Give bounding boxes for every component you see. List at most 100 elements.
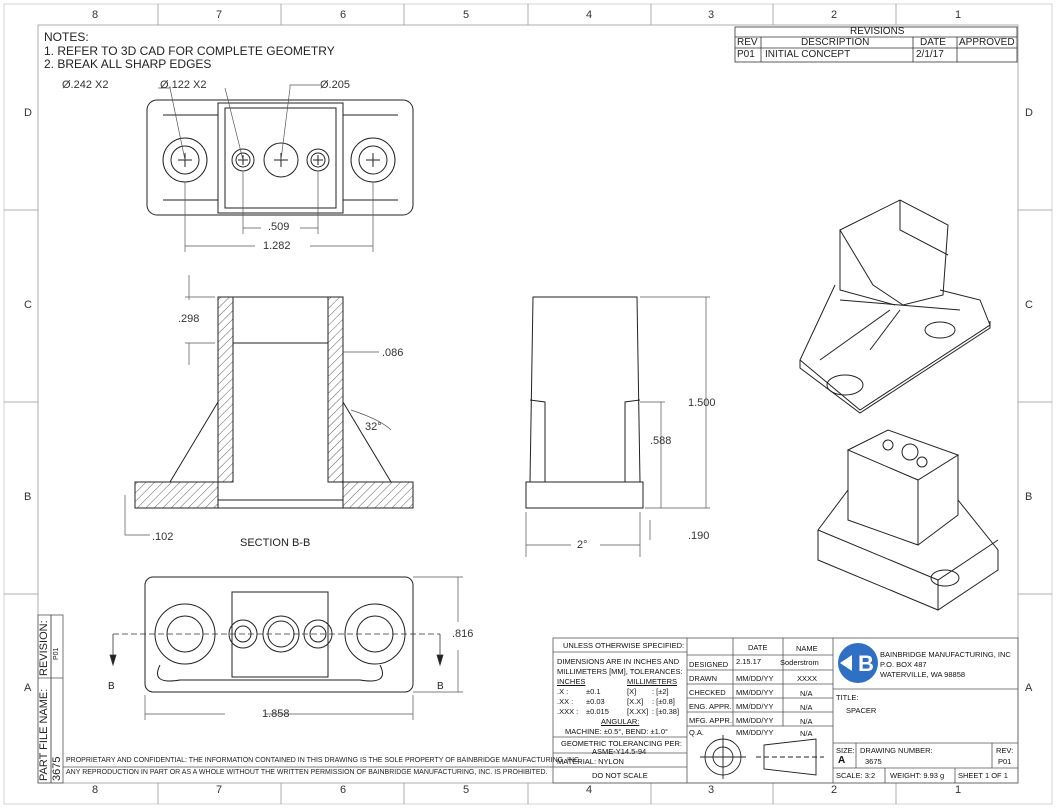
dim-hole-center: Ø.205 (320, 79, 350, 91)
designed-name: Soderstrom (780, 658, 819, 667)
qa-date: MM/DD/YY (736, 728, 774, 737)
eng-appr-name: N/A (800, 703, 813, 712)
company-address-1: P.O. BOX 487 (880, 660, 927, 669)
notes-heading: NOTES: (44, 30, 89, 44)
zone-col-2-bottom: 2 (831, 784, 838, 796)
checked-label: CHECKED (689, 688, 726, 697)
dim-298: .298 (178, 313, 200, 325)
title-block-grid (37, 614, 1019, 784)
drawing-number-label: DRAWING NUMBER: (860, 746, 933, 755)
part-file-name-value: 3675 (51, 756, 63, 781)
checked-date: MM/DD/YY (736, 688, 774, 697)
revisions-title: REVISIONS (850, 26, 905, 37)
side-view-dimensions (525, 296, 710, 557)
tolerance-line-1: DIMENSIONS ARE IN INCHES AND (557, 657, 680, 666)
dim-102: .102 (152, 531, 174, 543)
do-not-scale: DO NOT SCALE (592, 771, 648, 780)
company-address-2: WATERVILLE, WA 98858 (880, 670, 966, 679)
dim-hole-small: Ø.122 X2 (160, 79, 207, 91)
title-value: SPACER (846, 706, 877, 715)
dim-588: .588 (650, 435, 672, 447)
qa-name: N/A (800, 729, 813, 738)
eng-appr-date: MM/DD/YY (736, 702, 774, 711)
geometric-label: GEOMETRIC TOLERANCING PER: (561, 739, 682, 748)
tol-row-1-mm: [X] (627, 687, 637, 696)
tol-row-3-mm-val: : [±0.38] (652, 707, 680, 716)
mfg-appr-name: N/A (800, 717, 813, 726)
dim-1858: 1.858 (262, 708, 290, 720)
zone-col-4-bottom: 4 (586, 784, 593, 796)
designed-date: 2.15.17 (736, 657, 762, 666)
approvals-header-name: NAME (796, 644, 818, 653)
zone-col-6: 6 (340, 9, 347, 21)
isometric-view-bottom (799, 199, 991, 414)
dim-hole-large: Ø.242 X2 (62, 79, 109, 91)
zone-row-d-right: D (1025, 107, 1033, 119)
revisions-header-date: DATE (920, 37, 946, 48)
dim-190: .190 (688, 530, 710, 542)
bottom-view-dimensions (144, 576, 463, 720)
geometric-value: ASME-Y14.5-94 (592, 747, 647, 756)
approvals-header-date: DATE (748, 643, 768, 652)
note-1: 1. REFER TO 3D CAD FOR COMPLETE GEOMETRY (44, 44, 335, 58)
zone-col-8: 8 (92, 9, 99, 21)
tol-row-3-mm: [X.XX] (627, 707, 649, 716)
part-file-name-label: PART FILE NAME: (38, 688, 50, 781)
title-label: TITLE: (836, 693, 859, 702)
zone-col-3: 3 (708, 9, 715, 21)
revisions-header-description: DESCRIPTION (801, 37, 870, 48)
side-view (525, 296, 644, 509)
company-name: BAINBRIDGE MANUFACTURING, INC (880, 650, 1011, 659)
drawn-label: DRAWN (689, 674, 718, 683)
proprietary-line-2: ANY REPRODUCTION IN PART OR AS A WHOLE W… (66, 769, 548, 776)
revisions-header-rev: REV (737, 37, 758, 48)
isometric-view-top (817, 429, 999, 611)
tol-row-1-in: .X : (557, 687, 569, 696)
drawn-date: MM/DD/YY (736, 674, 774, 683)
material: MATERIAL: NYLON (557, 757, 624, 766)
zone-row-b: B (24, 491, 32, 503)
dim-086: .086 (382, 347, 404, 359)
zone-col-5-bottom: 5 (463, 784, 470, 796)
revision-date: 2/1/17 (916, 49, 944, 60)
angular-label: ANGULAR: (601, 717, 640, 726)
third-angle-projection-symbol (700, 735, 824, 779)
tol-row-2-mm: [X.X] (627, 697, 644, 706)
zone-row-a: A (24, 682, 32, 694)
zone-row-d: D (24, 107, 32, 119)
note-2: 2. BREAK ALL SHARP EDGES (44, 57, 212, 71)
dim-angle-32: 32° (365, 421, 382, 433)
revision-rev: P01 (737, 49, 755, 60)
size-value: A (838, 755, 846, 766)
proprietary-line-1: PROPRIETARY AND CONFIDENTIAL: THE INFORM… (66, 757, 581, 764)
section-b-b-view (134, 296, 414, 509)
qa-label: Q.A. (689, 728, 705, 737)
dim-angle-2: 2° (577, 539, 588, 551)
zone-col-7: 7 (216, 9, 223, 21)
zone-col-7-bottom: 7 (216, 784, 223, 796)
tolerance-mm-label: MILLIMETERS (627, 677, 678, 686)
zone-row-c: C (24, 299, 32, 311)
tol-row-1-mm-val: : [±2] (652, 687, 669, 696)
tolerance-header: UNLESS OTHERWISE SPECIFIED: (563, 641, 685, 650)
size-label: SIZE: (836, 746, 855, 755)
zone-col-6-bottom: 6 (340, 784, 347, 796)
sheet: SHEET 1 OF 1 (958, 771, 1008, 780)
zone-row-b-right: B (1025, 491, 1033, 503)
mfg-appr-label: MFG. APPR. (689, 716, 732, 725)
tol-row-3-in-val: ±0.015 (586, 707, 609, 716)
drawing-number-value: 3675 (865, 757, 882, 766)
section-mark-left: B (108, 681, 115, 692)
angular-value: MACHINE: ±0.5°, BEND: ±1.0° (565, 727, 669, 736)
checked-name: N/A (800, 689, 813, 698)
dim-509: .509 (268, 221, 290, 233)
tol-row-1-in-val: ±0.1 (586, 687, 601, 696)
revisions-header-approved: APPROVED (959, 37, 1015, 48)
zone-col-3-bottom: 3 (708, 784, 715, 796)
company-logo: B (838, 643, 878, 683)
rev-label: REV: (996, 746, 1014, 755)
zone-row-c-right: C (1025, 299, 1033, 311)
zone-col-4: 4 (586, 9, 593, 21)
revision-label: REVISION: (38, 620, 50, 676)
